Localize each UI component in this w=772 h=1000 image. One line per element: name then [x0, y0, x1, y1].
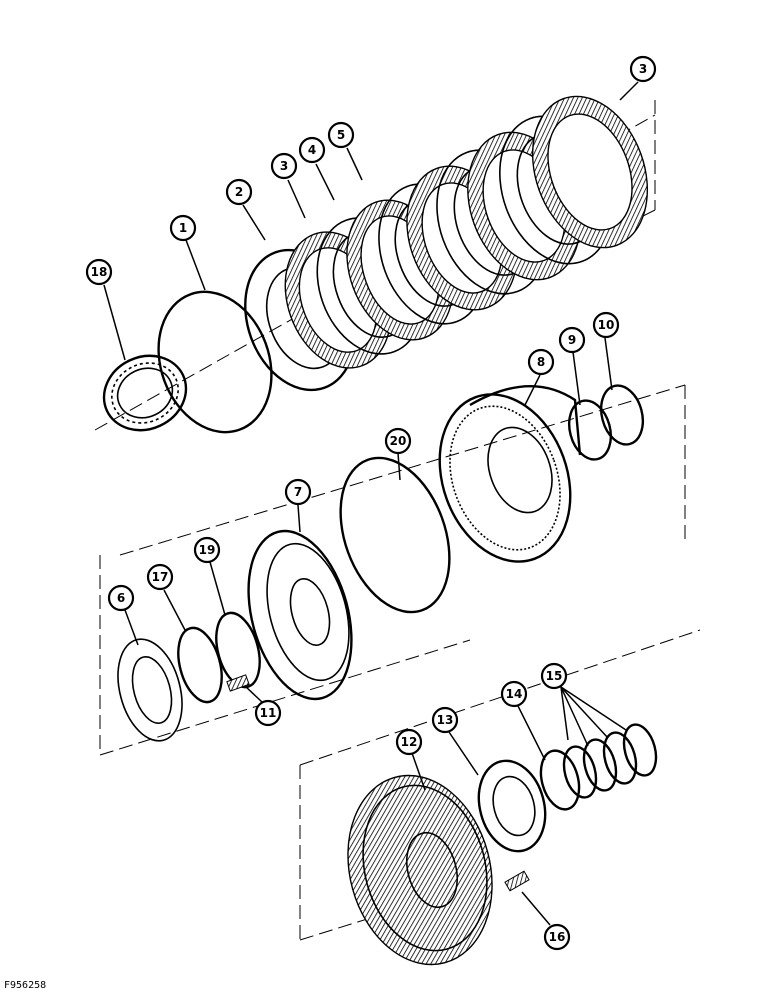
- svg-text:16: 16: [549, 930, 566, 944]
- svg-text:9: 9: [568, 333, 576, 347]
- ring-14: [539, 749, 581, 811]
- drum-8: [438, 384, 582, 563]
- spring-11: [226, 674, 250, 692]
- gear-group: [347, 723, 658, 966]
- svg-text:7: 7: [294, 485, 302, 499]
- svg-text:3: 3: [639, 62, 647, 76]
- callout-17: 17: [146, 563, 174, 591]
- callout-19: 19: [193, 536, 221, 564]
- callout-3: 3: [270, 152, 298, 180]
- svg-text:20: 20: [390, 434, 407, 448]
- piston-7: [247, 529, 353, 701]
- bearing-18: [102, 354, 188, 432]
- callout-11: 11: [254, 699, 282, 727]
- callout-16: 16: [543, 923, 571, 951]
- callout-4: 4: [298, 136, 326, 164]
- ring-19: [215, 611, 261, 689]
- callout-15: 15: [540, 662, 568, 690]
- callout-5: 5: [327, 121, 355, 149]
- rings-15: [562, 723, 658, 799]
- callout-13: 13: [431, 706, 459, 734]
- seal-20: [339, 456, 451, 614]
- callout-6: 6: [107, 584, 135, 612]
- svg-text:18: 18: [91, 265, 108, 279]
- ring-9: [567, 399, 613, 461]
- callout-9: 9: [558, 326, 586, 354]
- ring-10: [599, 384, 645, 446]
- svg-text:5: 5: [337, 128, 345, 142]
- bearing-13: [477, 759, 547, 853]
- callout-3-top: 3: [629, 55, 657, 83]
- svg-text:19: 19: [199, 543, 216, 557]
- callout-1: 1: [169, 214, 197, 242]
- svg-text:14: 14: [506, 687, 523, 701]
- figure-id: F956258: [4, 980, 47, 991]
- ring-17: [177, 626, 223, 704]
- gear-12: [347, 774, 493, 966]
- svg-text:3: 3: [280, 159, 288, 173]
- svg-text:11: 11: [260, 706, 277, 720]
- svg-text:6: 6: [117, 591, 125, 605]
- callout-18: 18: [85, 258, 113, 286]
- callout-2: 2: [225, 178, 253, 206]
- svg-text:17: 17: [152, 570, 169, 584]
- callout-10: 10: [592, 311, 620, 339]
- svg-text:15: 15: [546, 669, 563, 683]
- svg-text:4: 4: [308, 143, 316, 157]
- svg-text:10: 10: [598, 318, 615, 332]
- bolt-16: [504, 870, 530, 892]
- leader-lines: [103, 81, 639, 926]
- callout-12: 12: [395, 728, 423, 756]
- friction-discs: [284, 95, 649, 369]
- callout-8: 8: [527, 348, 555, 376]
- clutch-pack-group: [102, 95, 649, 434]
- svg-text:12: 12: [401, 735, 418, 749]
- svg-text:1: 1: [179, 221, 187, 235]
- callout-7: 7: [284, 478, 312, 506]
- piston-drum-group: [117, 384, 645, 742]
- svg-text:13: 13: [437, 713, 454, 727]
- svg-text:2: 2: [235, 185, 243, 199]
- callout-20: 20: [384, 427, 412, 455]
- snap-ring-1: [157, 290, 273, 434]
- svg-text:8: 8: [537, 355, 545, 369]
- callout-14: 14: [500, 680, 528, 708]
